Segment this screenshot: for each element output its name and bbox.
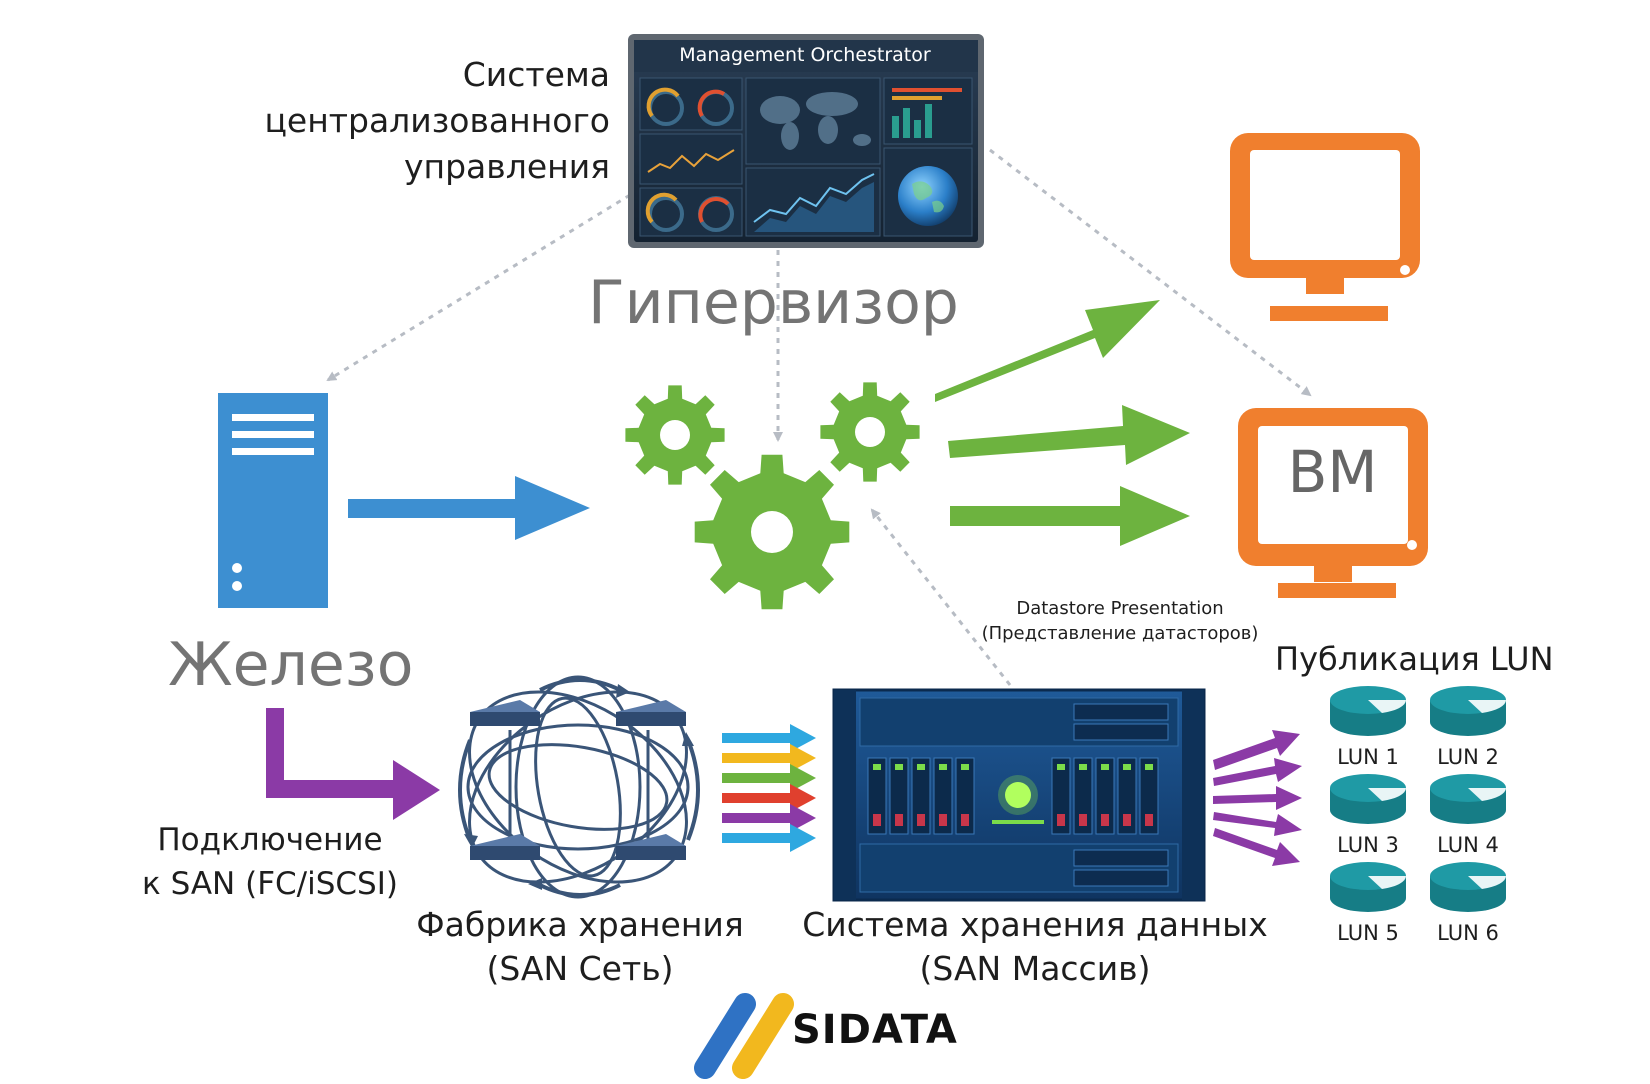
sidata-logo-icon (694, 993, 794, 1079)
switch-top-left (470, 700, 540, 726)
lun-label-4: LUN 4 (1437, 833, 1499, 857)
disk-cylinder-icon (1430, 862, 1506, 912)
network-switch-mesh-icon (458, 675, 700, 899)
storage-to-lun-arrows (1213, 730, 1302, 866)
storage-fabric-line-2: (SAN Сеть) (486, 949, 674, 988)
connector-to-vm (989, 148, 1312, 397)
storage-array-icon (832, 688, 1206, 902)
management-connectors (326, 148, 1312, 686)
hypervisor-label: Гипервизор (588, 268, 959, 338)
storage-fabric-line-1: Фабрика хранения (416, 905, 744, 944)
monitor-icon-vm (1238, 408, 1428, 598)
drive-bay (1095, 757, 1115, 835)
san-connection-line-1: Подключение (157, 822, 383, 858)
san-connection-label: Подключение к SAN (FC/iSCSI) (140, 818, 400, 906)
storage-system-label: Система хранения данных (SAN Массив) (790, 903, 1280, 991)
drive-bay (933, 757, 953, 835)
dashboard-screen-icon (628, 34, 984, 248)
san-connection-arrow (266, 708, 440, 820)
lun-disks (1330, 686, 1506, 912)
hardware-to-hypervisor-arrow (348, 476, 590, 540)
switch-bottom-right (616, 834, 686, 860)
management-system-line-1: Система (462, 55, 610, 94)
disk-cylinder-icon (1330, 686, 1406, 736)
brand-name: SIDATA (792, 1007, 958, 1053)
monitor-icon-top (1230, 133, 1420, 321)
arrow-to-vm-top (935, 300, 1160, 402)
connector-datastore-presentation (870, 508, 1012, 686)
gear-center (694, 454, 850, 610)
datastore-presentation-label: Datastore Presentation (Представление да… (975, 596, 1265, 646)
hypervisor-to-vm-arrows (935, 300, 1190, 546)
lun-label-5: LUN 5 (1337, 921, 1399, 945)
drive-bay (1051, 757, 1071, 835)
disk-cylinder-icon (1330, 774, 1406, 824)
gear-left (625, 385, 725, 485)
gears-icon (625, 382, 920, 610)
connector-to-server (326, 193, 631, 382)
storage-fabric-label: Фабрика хранения (SAN Сеть) (395, 903, 765, 991)
switch-top-right (616, 700, 686, 726)
disk-cylinder-icon (1330, 862, 1406, 912)
hardware-label: Железо (168, 630, 414, 700)
lun-label-2: LUN 2 (1437, 745, 1499, 769)
arrow-to-vm-middle (948, 405, 1190, 465)
drive-bay (955, 757, 975, 835)
lun-label-3: LUN 3 (1337, 833, 1399, 857)
dashboard-title: Management Orchestrator (679, 44, 931, 66)
drive-bay (889, 757, 909, 835)
lun-label-6: LUN 6 (1437, 921, 1499, 945)
drive-bay (911, 757, 931, 835)
gear-right (820, 382, 920, 482)
lun-publication-label: Публикация LUN (1275, 640, 1554, 678)
lun-label-1: LUN 1 (1337, 745, 1399, 769)
disk-cylinder-icon (1430, 686, 1506, 736)
management-system-line-2: централизованного (264, 101, 610, 140)
drive-bay (1117, 757, 1137, 835)
arrow-to-vm-bottom (950, 486, 1190, 546)
switch-bottom-left (470, 834, 540, 860)
drive-bay (1073, 757, 1093, 835)
drive-bay (867, 757, 887, 835)
disk-cylinder-icon (1430, 774, 1506, 824)
vm-label: ВМ (1287, 438, 1378, 506)
server-tower-icon (218, 393, 328, 608)
management-system-label: Система централизованного управления (264, 52, 610, 190)
storage-system-line-1: Система хранения данных (802, 905, 1268, 944)
fabric-to-storage-arrows (722, 724, 816, 852)
management-system-line-3: управления (404, 147, 610, 186)
datastore-presentation-line-1: Datastore Presentation (1016, 598, 1224, 619)
drive-bay (1139, 757, 1159, 835)
datastore-presentation-line-2: (Представление датасторов) (981, 623, 1259, 644)
storage-system-line-2: (SAN Массив) (919, 949, 1151, 988)
san-connection-line-2: к SAN (FC/iSCSI) (142, 866, 398, 902)
